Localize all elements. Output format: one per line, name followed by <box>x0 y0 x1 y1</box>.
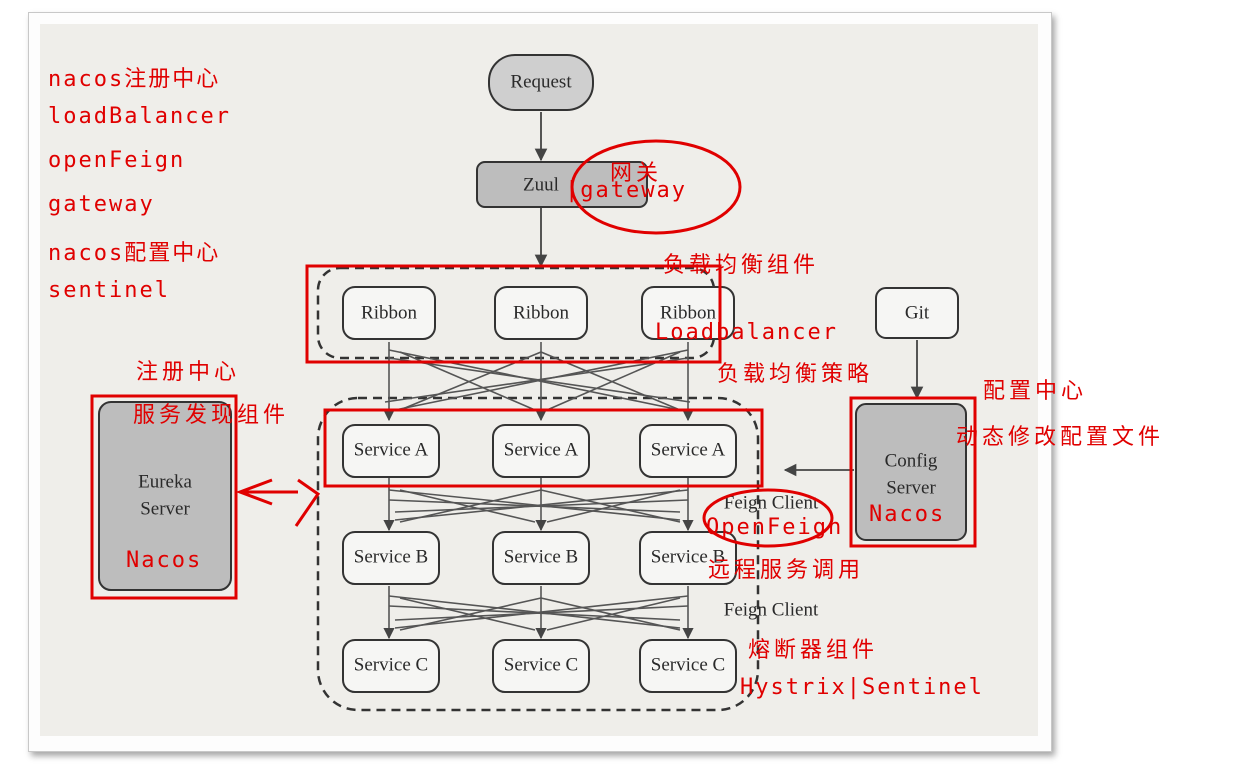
tech-list-item-6: sentinel <box>48 278 170 303</box>
registry-note: 注册中心 <box>136 360 240 385</box>
config-nacos-note: Nacos <box>869 502 945 527</box>
zuul-node <box>476 161 648 208</box>
service-b-label-1: Service B <box>354 546 428 567</box>
services-group <box>316 396 760 712</box>
service-b-node-2 <box>492 531 590 585</box>
remote-call-note: 远程服务调用 <box>708 558 864 583</box>
ribbon-label-2: Ribbon <box>513 302 569 323</box>
request-node <box>488 54 594 111</box>
service-b-label-3: Service B <box>651 546 725 567</box>
zuul-label: Zuul <box>523 174 559 195</box>
lb-component-note: 负载均衡组件 <box>663 253 819 278</box>
lb-strategy-note: 负载均衡策略 <box>717 362 873 387</box>
config-label-line1: Config <box>885 450 938 471</box>
tech-list-item-3: openFeign <box>48 148 186 173</box>
service-c-node-1 <box>342 639 440 693</box>
git-label: Git <box>905 302 930 323</box>
eureka-label-line1: Eureka <box>138 471 192 492</box>
feign-client-label-1: Feign Client <box>724 492 819 513</box>
discovery-note: 服务发现组件 <box>133 403 289 428</box>
gateway-cn-note: 网关 <box>610 161 662 186</box>
config-label-line2: Server <box>886 477 936 498</box>
git-node <box>875 287 959 339</box>
eureka-nacos-note: Nacos <box>126 548 202 573</box>
config-dynamic-note: 动态修改配置文件 <box>956 425 1164 450</box>
service-c-label-2: Service C <box>504 654 578 675</box>
service-b-node-3 <box>639 531 737 585</box>
tech-list-item-4: gateway <box>48 192 155 217</box>
breaker-note: 熔断器组件 <box>748 638 878 663</box>
service-a-node-3 <box>639 424 737 478</box>
config-server-node <box>855 403 967 541</box>
service-a-label-2: Service A <box>504 439 579 460</box>
ribbon-node-1 <box>342 286 436 340</box>
ribbon-to-service-arrows <box>383 342 694 422</box>
tech-list-item-2: loadBalancer <box>48 104 231 129</box>
request-label: Request <box>510 71 572 92</box>
tech-list-item-5: nacos配置中心 <box>48 241 221 266</box>
service-c-node-2 <box>492 639 590 693</box>
ribbon-label-3: Ribbon <box>660 302 716 323</box>
gateway-en-note: |gateway <box>565 178 687 203</box>
config-center-note: 配置中心 <box>983 379 1087 404</box>
b-to-c-arrows <box>383 586 694 640</box>
service-c-node-3 <box>639 639 737 693</box>
service-c-label-3: Service C <box>651 654 725 675</box>
service-a-label-1: Service A <box>354 439 429 460</box>
feign-client-label-2: Feign Client <box>724 599 819 620</box>
lb-name-note: Loadbalancer <box>655 320 838 345</box>
red-annotation-shapes <box>90 139 977 600</box>
breaker-name-note: Hystrix|Sentinel <box>740 675 984 700</box>
ribbon-label-1: Ribbon <box>361 302 417 323</box>
ribbon-node-2 <box>494 286 588 340</box>
service-c-label-1: Service C <box>354 654 428 675</box>
service-a-node-1 <box>342 424 440 478</box>
eureka-label-line2: Server <box>140 498 190 519</box>
service-a-node-2 <box>492 424 590 478</box>
tech-list-item-1: nacos注册中心 <box>48 67 221 92</box>
eureka-server-node <box>98 401 232 591</box>
ribbon-node-3 <box>641 286 735 340</box>
service-b-label-2: Service B <box>504 546 578 567</box>
service-b-node-1 <box>342 531 440 585</box>
openfeign-note: OpenFeign <box>706 515 843 540</box>
service-a-label-3: Service A <box>651 439 726 460</box>
